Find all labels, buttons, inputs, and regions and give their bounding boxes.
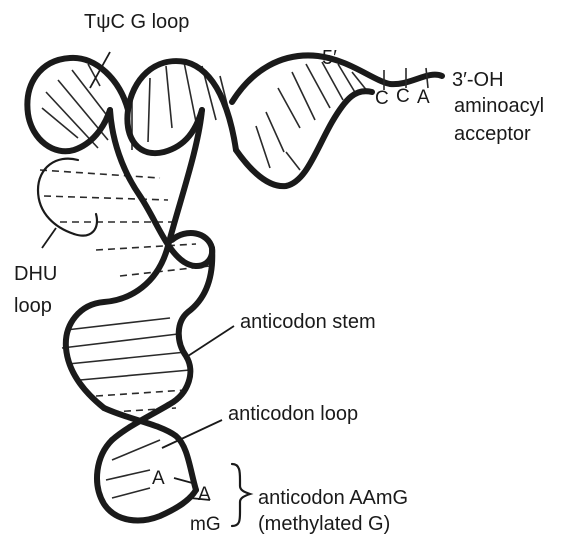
anticodon-stem-label: anticodon stem [240, 311, 376, 333]
t-loop-rungs [42, 64, 112, 148]
five-prime-label: 5′ [322, 47, 337, 69]
anticodon-loop-label: anticodon loop [228, 403, 358, 425]
acceptor-label: acceptor [454, 123, 531, 145]
anticodon-stem-leader-line [188, 326, 234, 356]
dhu-leader-line [42, 228, 56, 248]
base-a1-label: A [152, 468, 165, 489]
cca-c2-label: C [396, 86, 410, 107]
methylated-label: (methylated G) [258, 513, 390, 535]
base-mg-label: mG [190, 514, 221, 535]
base-a2-label: A [198, 484, 211, 505]
tpsi-loop-label: TψC G loop [84, 11, 189, 33]
acceptor-strand-lower [236, 91, 372, 186]
acceptor-stem-rungs [256, 62, 368, 170]
cca-c1-label: C [375, 88, 389, 109]
acceptor-strand-upper [232, 55, 442, 102]
aminoacyl-label: aminoacyl [454, 95, 544, 117]
dhu-loop-inner [74, 214, 97, 236]
dhu-loop-label: loop [14, 295, 52, 317]
anticodon-brace [232, 464, 250, 526]
dhu-label: DHU [14, 263, 57, 285]
cca-a-label: A [417, 87, 430, 108]
anticodon-label: anticodon AAmG [258, 487, 408, 509]
three-prime-label: 3′-OH [452, 69, 504, 91]
anticodon-stem-rungs [62, 318, 190, 412]
t-arm-strand [127, 61, 236, 153]
cca-tick-3 [426, 68, 428, 88]
